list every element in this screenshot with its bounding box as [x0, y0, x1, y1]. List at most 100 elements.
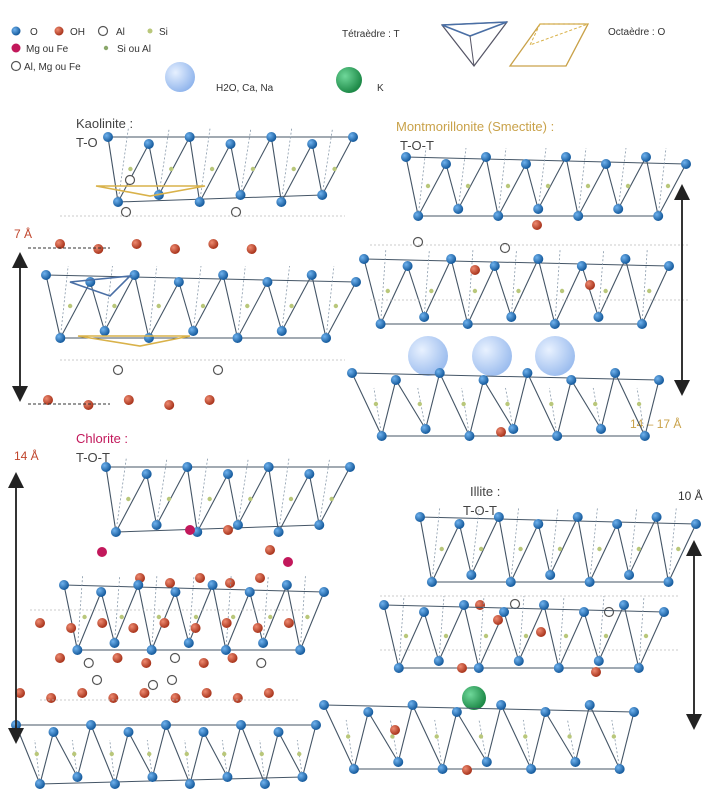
oxygen-atom: [133, 580, 144, 590]
oxygen-atom: [419, 312, 430, 322]
legend-octa-label: Octaèdre : O: [608, 27, 665, 38]
hydroxyl-atom: [165, 578, 175, 588]
bond-line: [412, 704, 444, 770]
bond-line: [638, 611, 665, 669]
panel-chlorite: Chlorite : T-O-T 14 Å: [11, 431, 355, 789]
silicon-atom: [505, 401, 510, 407]
bond-line: [456, 711, 488, 763]
hydroxyl-atom: [55, 653, 65, 663]
silicon-atom: [82, 614, 87, 620]
bond-line: [500, 704, 532, 770]
bond-line: [229, 143, 242, 196]
hydroxyl-atom: [66, 623, 77, 633]
mg-fe-atom: [283, 557, 293, 567]
hydroxyl-icon: [54, 26, 64, 36]
oxygen-atom: [348, 764, 359, 774]
legend-shapes: Tétraèdre : T Octaèdre : O: [342, 21, 665, 67]
oxygen-atom: [306, 270, 317, 280]
bond-line: [445, 163, 459, 210]
hydroxyl-atom: [475, 600, 485, 610]
hydroxyl-atom: [170, 244, 180, 254]
mg-fe-atom: [185, 525, 195, 535]
aluminium-atom: [230, 206, 242, 218]
oxygen-atom: [473, 663, 484, 673]
oxygen-atom: [317, 190, 328, 200]
silicon-atom: [636, 546, 642, 552]
bond-line: [353, 711, 369, 770]
bond-line: [510, 523, 539, 583]
oxygen-atom: [232, 520, 243, 530]
bond-line: [470, 507, 480, 576]
silicon-atom: [567, 734, 572, 739]
oxygen-atom: [651, 512, 662, 522]
bond-line: [423, 611, 440, 662]
bond-line: [441, 711, 458, 770]
hydroxyl-atom: [198, 658, 209, 668]
oxygen-atom: [345, 462, 355, 472]
al-mg-fe-icon: [10, 60, 22, 72]
silicon-atom: [417, 401, 422, 407]
bond-line: [63, 584, 325, 593]
oxygen-atom: [459, 600, 469, 610]
bond-line: [59, 281, 91, 339]
aluminium-atom: [603, 606, 615, 618]
bond-line: [494, 265, 512, 318]
illite-title: Illite :: [470, 484, 500, 499]
bond-line: [644, 379, 660, 437]
bond-line: [617, 147, 627, 210]
silicon-atom: [478, 734, 484, 739]
bond-line: [225, 591, 251, 651]
montmorillonite-spacing: 14 – 17 Å: [630, 416, 681, 431]
bond-line: [518, 604, 545, 662]
bond-line: [165, 724, 191, 785]
bond-line: [497, 147, 507, 217]
oxygen-atom: [183, 638, 194, 648]
silicon-atom: [390, 734, 395, 739]
aluminium-atom: [112, 364, 124, 376]
oxygen-atom: [401, 152, 411, 162]
silicon-atom: [250, 166, 256, 172]
illite-structure: [319, 507, 701, 775]
hydroxyl-atom: [462, 765, 472, 775]
silicon-atom: [472, 288, 478, 294]
silicon-atom: [403, 633, 409, 639]
bond-line: [544, 711, 576, 763]
illite-spacing: 10 Å: [678, 488, 703, 503]
potassium-atom: [462, 686, 486, 710]
hydroxyl-atom: [190, 623, 201, 633]
silicon-atom: [478, 546, 484, 552]
bond-line: [237, 265, 246, 339]
bond-line: [537, 147, 547, 210]
hydroxyl-atom: [93, 244, 104, 254]
oxygen-atom: [533, 519, 544, 529]
bond-line: [645, 156, 659, 217]
bond-line: [497, 163, 527, 217]
bond-line: [583, 611, 600, 662]
oxygen-atom: [593, 312, 604, 322]
oxygen-atom: [415, 512, 425, 522]
bond-line: [657, 147, 667, 217]
oxygen-atom: [295, 645, 306, 655]
oxygen-atom: [101, 462, 111, 472]
bond-line: [117, 143, 150, 203]
bond-line: [63, 584, 78, 651]
oxygen-atom: [48, 727, 59, 737]
silicon-atom: [166, 496, 172, 502]
oxygen-atom: [539, 600, 549, 610]
oxygen-atom: [521, 159, 531, 169]
aluminium-atom: [147, 679, 159, 691]
bond-line: [90, 724, 116, 785]
bond-line: [431, 507, 441, 583]
legend-row-3: Al, Mg ou Fe H2O, Ca, Na K: [10, 60, 384, 94]
bond-line: [641, 249, 648, 325]
oxygen-atom: [584, 577, 595, 587]
oxygen-atom: [85, 277, 96, 287]
hydroxyl-atom: [97, 618, 108, 628]
silicon-atom: [268, 614, 273, 620]
oxygen-atom: [393, 757, 404, 767]
bond-line: [45, 274, 357, 283]
bond-line: [522, 719, 532, 770]
oxygen-atom: [506, 312, 517, 322]
legend-al-label: Al: [116, 27, 125, 38]
oxygen-atom: [522, 368, 533, 378]
